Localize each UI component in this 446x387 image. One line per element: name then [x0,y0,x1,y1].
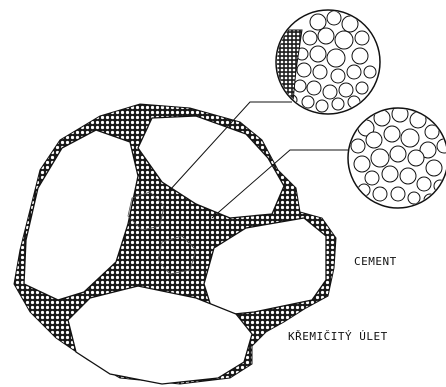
label-silica-fume: KŘEMIČITÝ ÚLET [288,330,388,343]
zoom-circle-upper [276,10,380,114]
zoom-circle-lower [348,106,446,208]
label-cement: CEMENT [354,255,397,268]
